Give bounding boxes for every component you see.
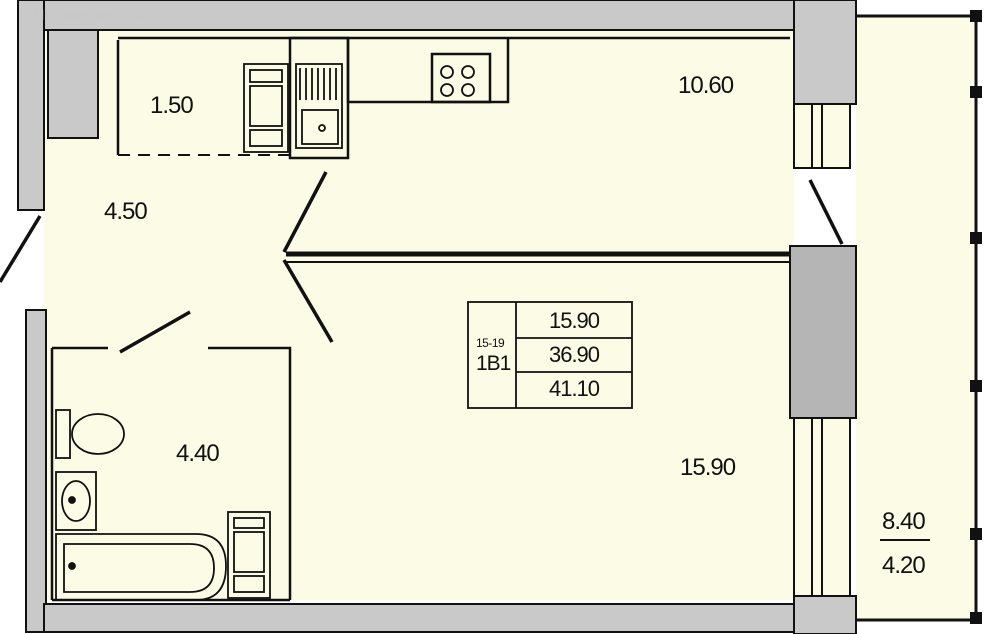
summary-floors: 15-19 [476, 336, 505, 350]
interior-walls [50, 36, 790, 602]
balcony-area-top: 8.40 [882, 508, 926, 535]
balcony-floor [856, 16, 976, 620]
doors [0, 171, 844, 354]
summary-table-frame [467, 301, 633, 409]
bathtub-icon [55, 533, 227, 601]
watermark-text: Недвижимость [34, 8, 146, 24]
room-area-living: 15.90 [680, 454, 736, 481]
room-area-hallway: 4.50 [104, 198, 148, 225]
summary-code: 1B1 [476, 352, 511, 375]
summary-total-area: 36.90 [548, 342, 600, 367]
sink-icon [295, 63, 343, 149]
washing-machine-icon [243, 63, 289, 153]
heater-icon [227, 511, 271, 599]
window-lower [793, 417, 851, 597]
walls [17, 0, 857, 634]
stove-icon [440, 65, 475, 97]
balcony-area-bottom: 4.20 [882, 552, 926, 579]
summary-living-area: 15.90 [548, 308, 600, 333]
toilet-icon [55, 409, 125, 459]
washbasin-icon [55, 471, 97, 531]
summary-total-with-balcony: 41.10 [548, 376, 600, 401]
room-area-bathroom: 4.40 [176, 440, 220, 467]
room-area-kitchen: 10.60 [678, 72, 734, 99]
apartment-floor [44, 30, 794, 600]
room-area-corridor: 1.50 [150, 92, 194, 119]
balcony-frame [856, 14, 978, 622]
window-upper [793, 103, 851, 169]
balcony-posts [970, 10, 982, 624]
